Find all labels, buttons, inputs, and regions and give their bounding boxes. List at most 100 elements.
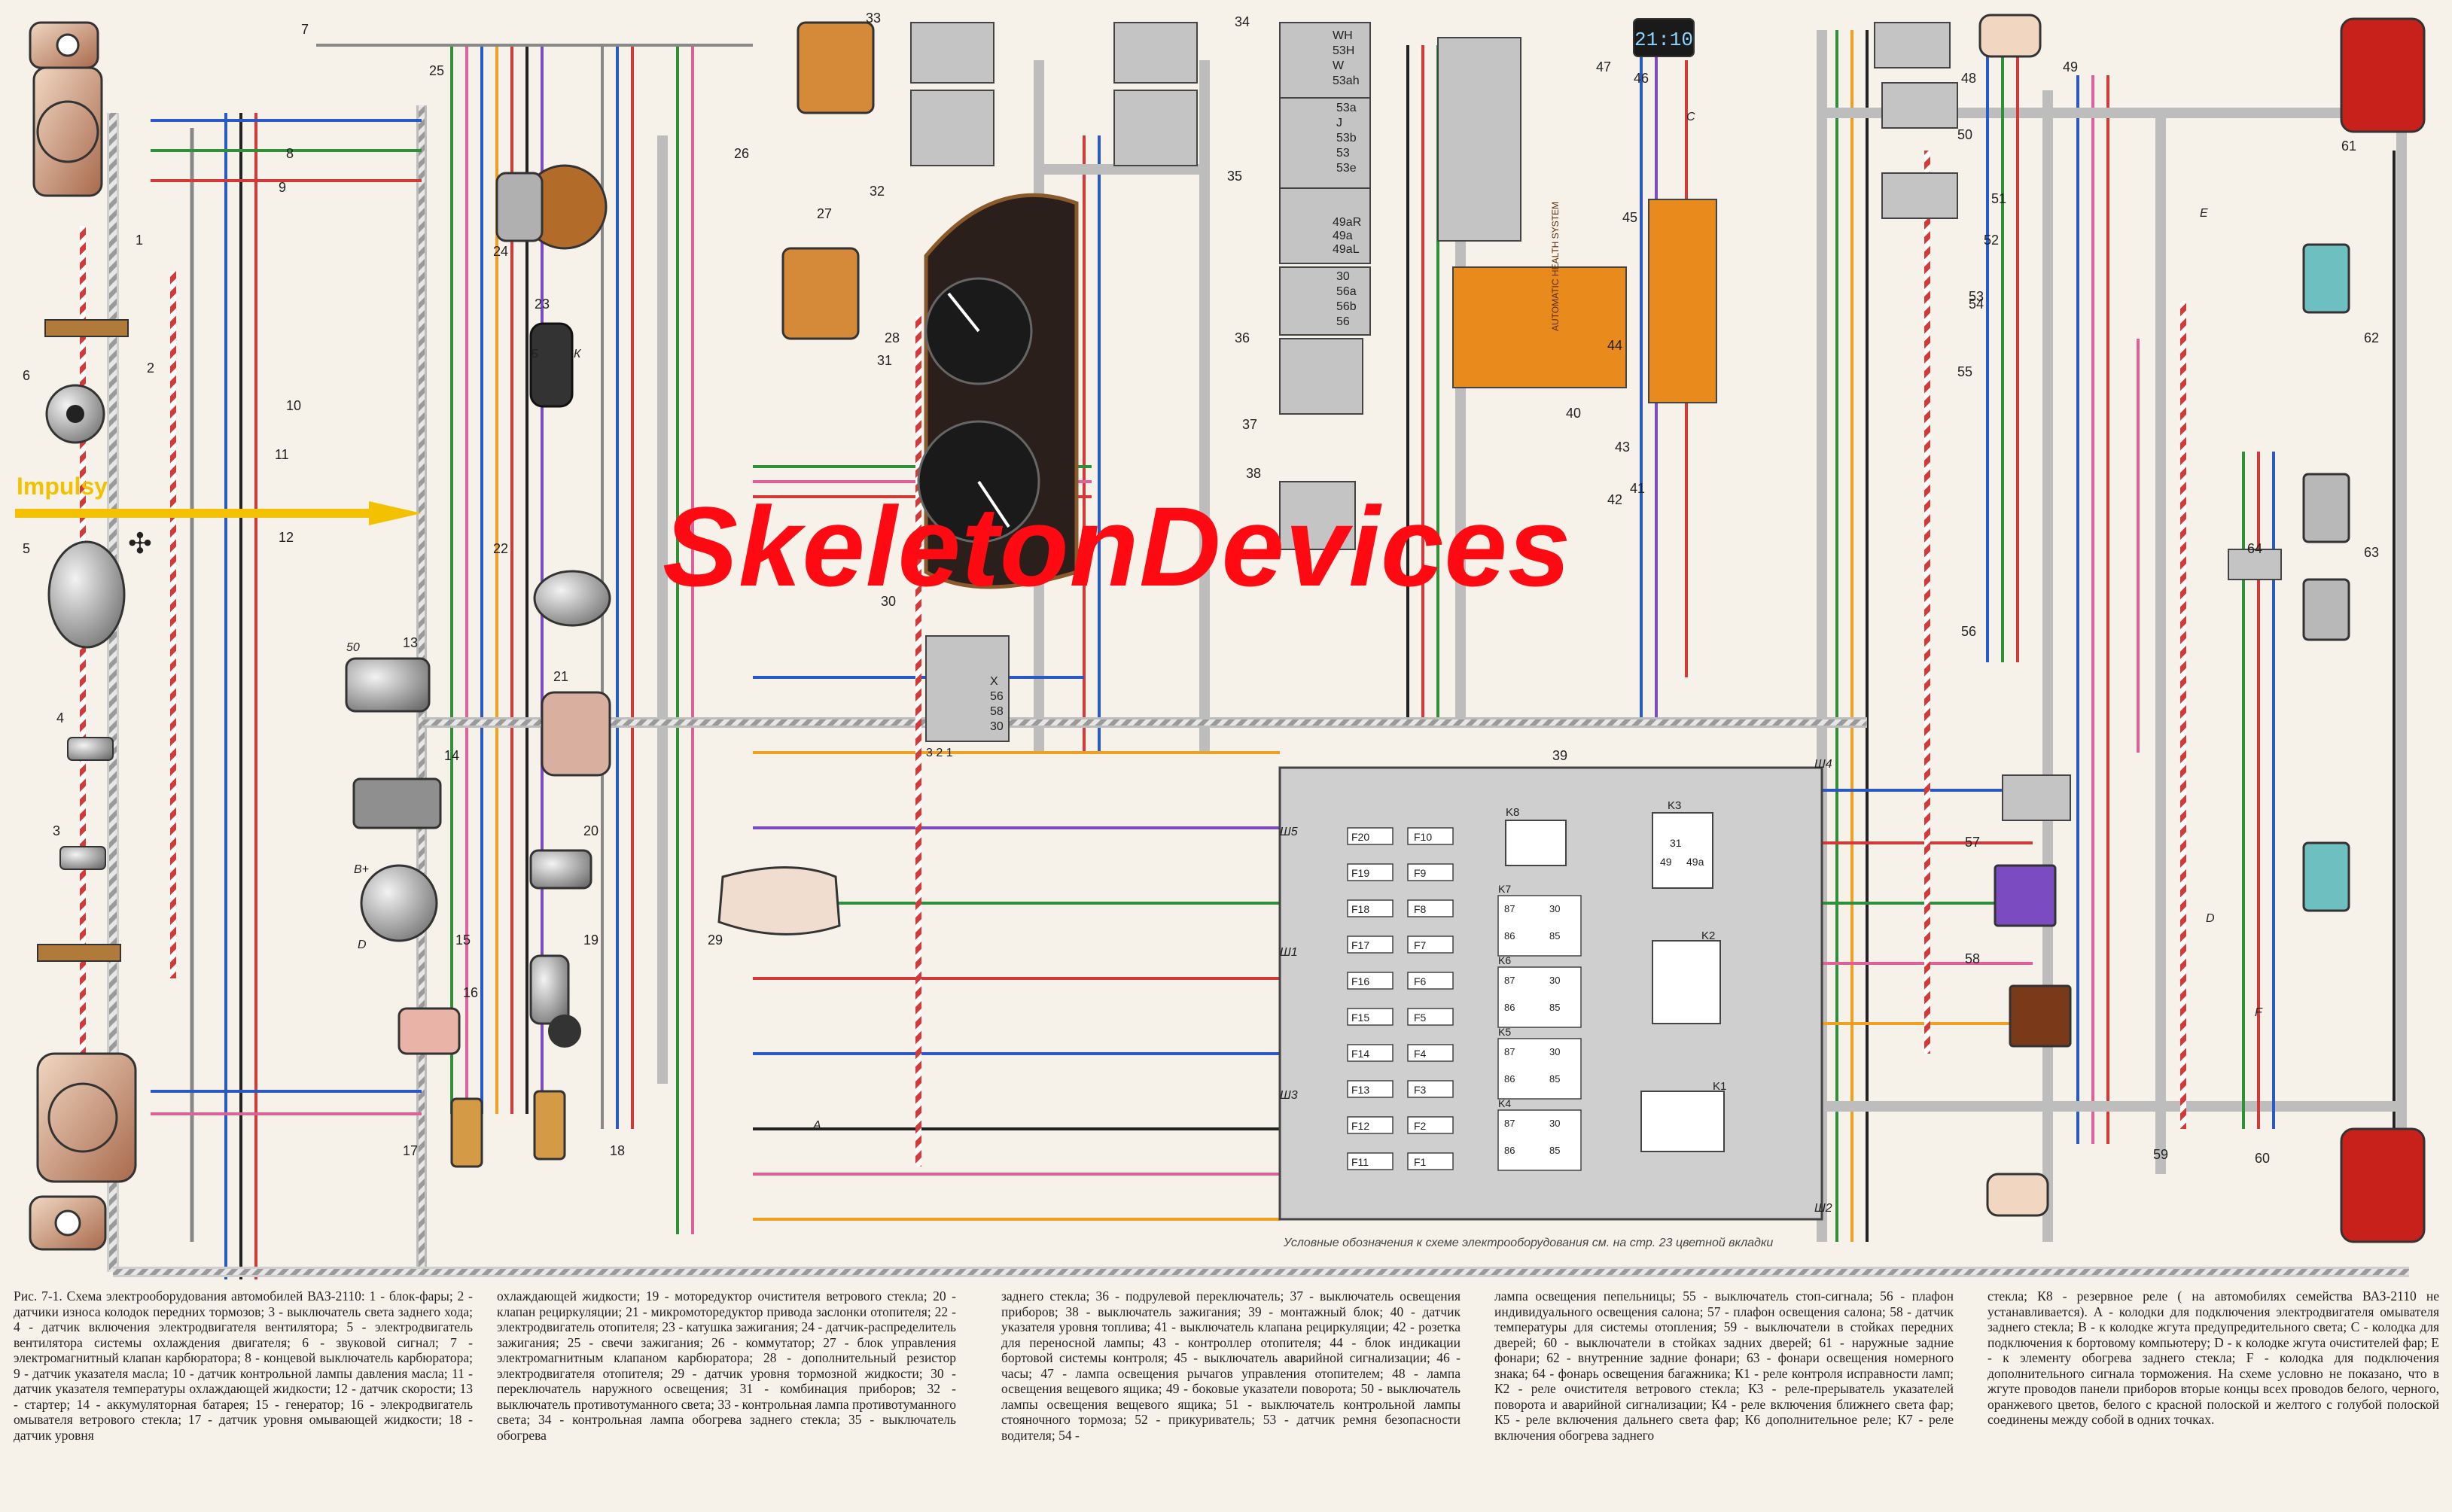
light-term-3: 56b bbox=[1336, 300, 1357, 313]
component-number: 40 bbox=[1566, 406, 1581, 421]
fuse-label: F1 bbox=[1414, 1156, 1427, 1168]
switch-34-term-2: 53H bbox=[1333, 44, 1354, 57]
relay-label: K7 bbox=[1498, 883, 1511, 895]
svg-text:✣: ✣ bbox=[128, 528, 152, 560]
connector-sh3: Ш3 bbox=[1280, 1089, 1298, 1102]
fuse-label: F15 bbox=[1351, 1012, 1369, 1024]
mounting-terminal-labels: X 56 58 30 3 2 1 bbox=[926, 675, 1004, 759]
mount-term-3: 58 bbox=[990, 705, 1004, 718]
component-number: 56 bbox=[1961, 624, 1976, 639]
relay-pin: 85 bbox=[1549, 1145, 1560, 1156]
component-number: 41 bbox=[1630, 481, 1645, 496]
component-number: 6 bbox=[23, 368, 30, 383]
component-number: 9 bbox=[279, 180, 286, 195]
relay-pin: 85 bbox=[1549, 1073, 1560, 1085]
distributor bbox=[495, 164, 608, 250]
fuse-label: F17 bbox=[1351, 939, 1369, 951]
relay-pin: 87 bbox=[1504, 975, 1515, 986]
fuse-label: F12 bbox=[1351, 1120, 1369, 1132]
fuse-slot bbox=[1407, 863, 1454, 881]
starter-pin: 50 bbox=[346, 641, 360, 654]
starter bbox=[345, 657, 431, 713]
switch-hazard-labels: 49aR 49a 49aL bbox=[1333, 216, 1361, 256]
component-number: 17 bbox=[403, 1143, 418, 1158]
component-number: 36 bbox=[1235, 330, 1250, 345]
instrument-cluster bbox=[917, 193, 1079, 589]
component-number: 11 bbox=[275, 447, 289, 462]
component-number: 46 bbox=[1634, 71, 1649, 86]
component-number: 63 bbox=[2364, 545, 2379, 560]
relay-pin: 30 bbox=[1549, 1046, 1560, 1057]
component-number: 8 bbox=[286, 146, 294, 161]
headlamp-bottom bbox=[29, 1052, 137, 1251]
side-letter-a: A bbox=[812, 1119, 821, 1132]
switch-blocks bbox=[910, 22, 2282, 821]
caption-column-4: лампа освещения пепельницы; 55 - выключа… bbox=[1494, 1288, 1954, 1443]
component-number: 2 bbox=[147, 361, 154, 376]
component-number: 32 bbox=[870, 184, 885, 199]
component-number: 31 bbox=[877, 353, 892, 368]
relay-pin: 86 bbox=[1504, 1145, 1515, 1156]
mount-term-1: X bbox=[990, 675, 998, 688]
legend-note: Условные обозначения к схеме электрообор… bbox=[1284, 1237, 1774, 1249]
relay-box bbox=[1497, 1109, 1582, 1171]
heater-flap-motor bbox=[541, 691, 611, 777]
coil-pin-b: Б bbox=[531, 348, 538, 361]
component-number: 26 bbox=[734, 146, 749, 161]
component-number: 43 bbox=[1615, 440, 1630, 455]
wire-harness bbox=[80, 30, 2409, 1279]
component-number: 27 bbox=[817, 206, 832, 221]
fuse-slot bbox=[1347, 827, 1394, 845]
relay-label: K5 bbox=[1498, 1026, 1511, 1038]
side-letter-d: D bbox=[2206, 912, 2215, 925]
switch-light-labels: 30 56a 56b 56 bbox=[1336, 270, 1357, 328]
recirculation-valve bbox=[529, 849, 592, 890]
clock-text: 21:10 bbox=[1634, 29, 1693, 51]
switch-35-term-4: 53 bbox=[1336, 147, 1350, 160]
fuse-slot bbox=[1347, 863, 1394, 881]
fuse-slot bbox=[1347, 1008, 1394, 1026]
component-number: 59 bbox=[2153, 1147, 2168, 1162]
component-number: 25 bbox=[429, 63, 444, 78]
hazard-term-2: 49a bbox=[1333, 230, 1353, 242]
component-number: 57 bbox=[1965, 835, 1980, 850]
generator bbox=[360, 864, 438, 942]
component-number: 24 bbox=[493, 244, 508, 259]
component-number: 58 bbox=[1965, 951, 1980, 966]
connector-sh2: Ш2 bbox=[1814, 1202, 1832, 1215]
relay-k3-pin-49a: 49a bbox=[1686, 856, 1704, 868]
heater-motor bbox=[533, 570, 611, 627]
fuse-slot bbox=[1347, 1080, 1394, 1098]
component-number: 39 bbox=[1552, 748, 1567, 763]
bcs-display-block bbox=[1452, 199, 1717, 403]
caption-column-5: стекла; К8 - резервное реле ( на автомоб… bbox=[1987, 1288, 2439, 1427]
component-number: 55 bbox=[1957, 364, 1972, 379]
switch-34-term-1: WH bbox=[1333, 29, 1353, 42]
fuse-label: F20 bbox=[1351, 831, 1369, 843]
relay-pin: 87 bbox=[1504, 903, 1515, 914]
relay-k2-label: K2 bbox=[1701, 929, 1715, 942]
bcs-label: AUTOMATIC HEALTH SYSTEM bbox=[1550, 202, 1561, 331]
relay-box bbox=[1497, 1038, 1582, 1100]
brake-pad-sensor bbox=[37, 319, 129, 962]
component-number: 50 bbox=[1957, 127, 1972, 142]
component-number: 1 bbox=[136, 233, 143, 248]
ignition-coil bbox=[529, 322, 574, 408]
component-number: 49 bbox=[2063, 59, 2078, 75]
hazard-term-3: 49aL bbox=[1333, 243, 1360, 256]
relay-label: K4 bbox=[1498, 1097, 1511, 1109]
fuse-slot bbox=[1347, 972, 1394, 990]
mount-term-4: 30 bbox=[990, 720, 1004, 733]
generator-pin-d: D bbox=[358, 939, 367, 951]
component-number: 5 bbox=[23, 541, 30, 556]
fuse-slot bbox=[1407, 1116, 1454, 1134]
light-term-1: 30 bbox=[1336, 270, 1350, 283]
fuse-label: F13 bbox=[1351, 1084, 1369, 1096]
component-number: 12 bbox=[279, 530, 294, 545]
component-number: 4 bbox=[56, 710, 64, 726]
relay-pin: 86 bbox=[1504, 1002, 1515, 1013]
